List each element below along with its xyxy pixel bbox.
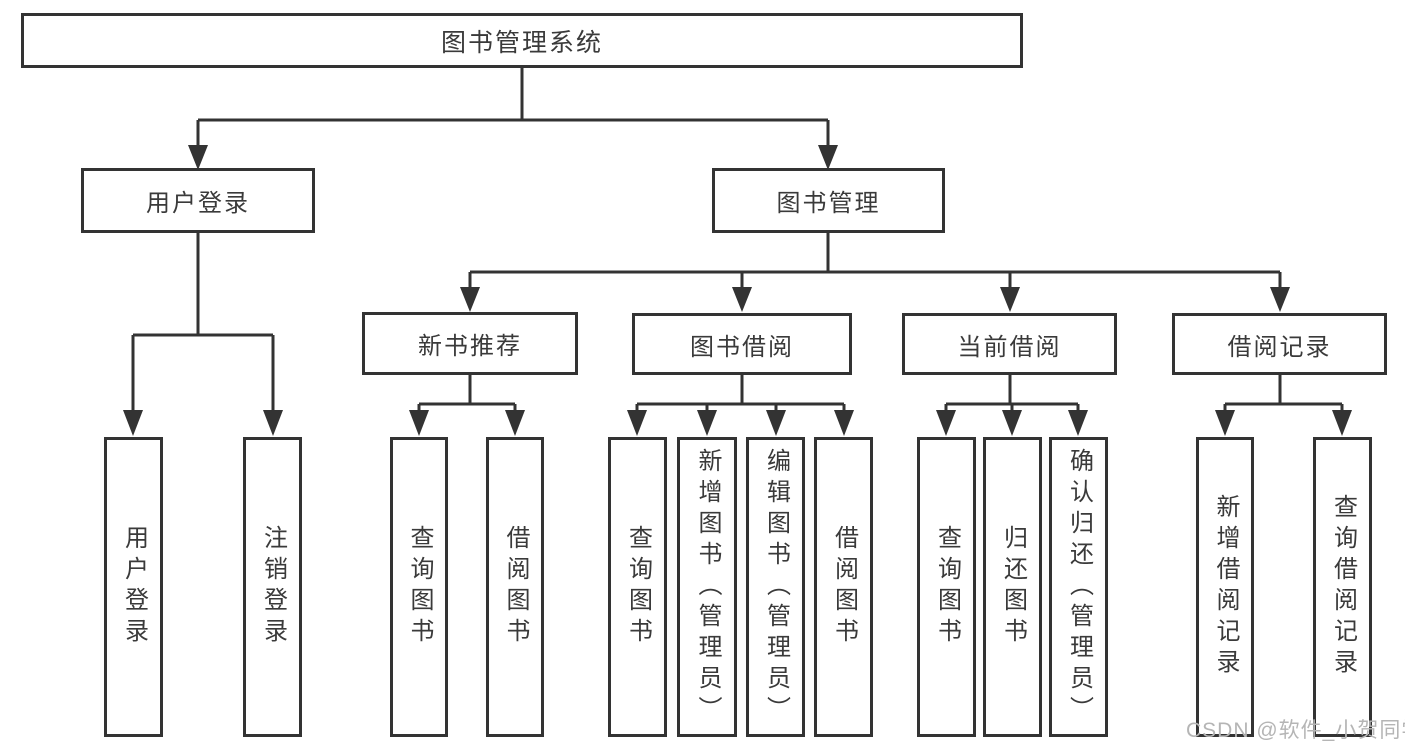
node-book-management: 图书管理 (712, 168, 945, 233)
node-label: 注销登录 (259, 525, 287, 649)
leaf-query-book-borrow: 查询图书 (608, 437, 667, 737)
node-root: 图书管理系统 (21, 13, 1023, 68)
arrow-down-icon (818, 145, 838, 170)
connector-book-borrow-group (635, 375, 846, 412)
node-user-login: 用户登录 (81, 168, 315, 233)
node-label: 归还图书 (999, 525, 1027, 649)
arrow-down-icon (409, 410, 429, 436)
arrow-down-icon (505, 410, 525, 436)
arrow-down-icon (1270, 287, 1290, 312)
node-label: 查询图书 (624, 525, 652, 649)
node-label: 新增借阅记录 (1212, 494, 1239, 680)
arrow-down-icon (697, 410, 717, 436)
arrow-down-icon (1332, 410, 1352, 436)
node-current-borrow: 当前借阅 (902, 313, 1117, 375)
connector-user-login-group (131, 233, 275, 412)
node-label: 用户登录 (146, 190, 250, 217)
arrow-down-icon (766, 410, 786, 436)
node-label: 借阅记录 (1227, 333, 1332, 361)
leaf-user-login: 用户登录 (104, 437, 163, 737)
node-label: 借阅图书 (502, 525, 529, 649)
connector-current-borrow-group (944, 375, 1080, 412)
arrow-down-icon (1000, 287, 1020, 312)
node-label: 编辑图书（管理员） (762, 447, 790, 727)
arrow-down-icon (834, 410, 854, 436)
node-label: 新书推荐 (418, 333, 522, 360)
arrow-down-icon (460, 287, 480, 312)
arrow-down-icon (263, 410, 283, 436)
arrow-down-icon (936, 410, 956, 436)
node-label: 查询借阅记录 (1329, 494, 1357, 680)
leaf-query-book-recommend: 查询图书 (390, 437, 448, 737)
leaf-return-book: 归还图书 (983, 437, 1042, 737)
arrow-down-icon (1215, 410, 1235, 436)
leaf-add-book-admin: 新增图书（管理员） (677, 437, 737, 737)
arrow-down-icon (627, 410, 647, 436)
node-label: 当前借阅 (957, 333, 1062, 361)
leaf-edit-book-admin: 编辑图书（管理员） (746, 437, 805, 737)
node-label: 查询图书 (406, 525, 433, 649)
leaf-logout-login: 注销登录 (243, 437, 302, 737)
node-label: 用户登录 (120, 525, 148, 649)
node-label: 图书管理系统 (440, 28, 603, 57)
connector-borrow-record-group (1223, 375, 1344, 412)
arrow-down-icon (1002, 410, 1022, 436)
node-label: 确认归还（管理员） (1065, 447, 1093, 727)
leaf-borrow-book-recommend: 借阅图书 (486, 437, 544, 737)
node-label: 图书借阅 (690, 333, 794, 361)
arrow-down-icon (123, 410, 143, 436)
connector-root-group (196, 68, 830, 147)
node-label: 查询图书 (933, 525, 961, 649)
connector-new-book-rec-group (417, 375, 517, 412)
leaf-query-borrow-record: 查询借阅记录 (1313, 437, 1372, 737)
node-label: 借阅图书 (830, 525, 858, 649)
watermark-text: CSDN @软件_小贺同学 (1186, 719, 1405, 742)
node-new-book-recommend: 新书推荐 (362, 312, 578, 375)
node-borrow-record: 借阅记录 (1172, 313, 1387, 375)
leaf-borrow-book: 借阅图书 (814, 437, 873, 737)
node-label: 图书管理 (776, 190, 881, 217)
connector-book-management-group (468, 233, 1282, 289)
leaf-add-borrow-record: 新增借阅记录 (1196, 437, 1254, 737)
node-book-borrow: 图书借阅 (632, 313, 852, 375)
leaf-query-book-current: 查询图书 (917, 437, 976, 737)
arrow-down-icon (1068, 410, 1088, 436)
arrow-down-icon (188, 145, 208, 170)
arrow-down-icon (732, 287, 752, 312)
leaf-confirm-return-admin: 确认归还（管理员） (1049, 437, 1108, 737)
node-label: 新增图书（管理员） (694, 447, 721, 727)
